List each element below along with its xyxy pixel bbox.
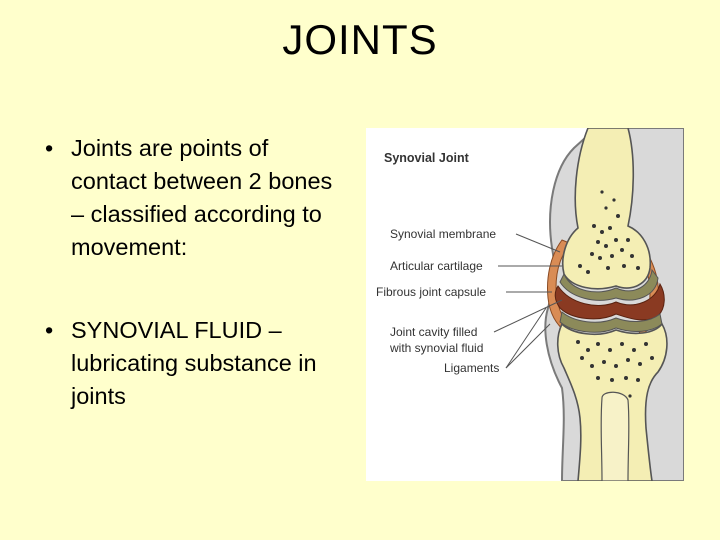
lower-bone-texture: [576, 340, 654, 398]
label-ligaments: Ligaments: [444, 361, 499, 375]
figure-title: Synovial Joint: [384, 151, 470, 165]
bullet-text: Joints are points of contact between 2 b…: [71, 135, 333, 260]
bullet-list: • Joints are points of contact between 2…: [40, 132, 350, 463]
label-articular-cartilage: Articular cartilage: [390, 259, 483, 273]
bullet-marker: •: [45, 135, 54, 161]
label-joint-cavity-line2: with synovial fluid: [389, 341, 483, 355]
bullet-marker: •: [45, 317, 54, 343]
label-synovial-membrane: Synovial membrane: [390, 227, 496, 241]
bullet-text: SYNOVIAL FLUID – lubricating substance i…: [71, 317, 317, 409]
slide-title: JOINTS: [282, 16, 438, 63]
articular-cartilage-upper: [559, 268, 659, 301]
synovial-joint-diagram: Synovial Joint Synovial membrane Articul…: [376, 128, 684, 481]
synovial-joint-figure: Synovial Joint Synovial membrane Articul…: [366, 128, 684, 481]
lower-bone-shaft: [600, 391, 630, 481]
leader-lines: [493, 233, 563, 369]
label-fibrous-joint-capsule: Fibrous joint capsule: [376, 285, 486, 299]
upper-bone-texture: [578, 190, 640, 274]
bullet-item: • Joints are points of contact between 2…: [40, 132, 350, 264]
label-joint-cavity-line1: Joint cavity filled: [390, 325, 477, 339]
bullet-item: • SYNOVIAL FLUID – lubricating substance…: [40, 314, 350, 413]
